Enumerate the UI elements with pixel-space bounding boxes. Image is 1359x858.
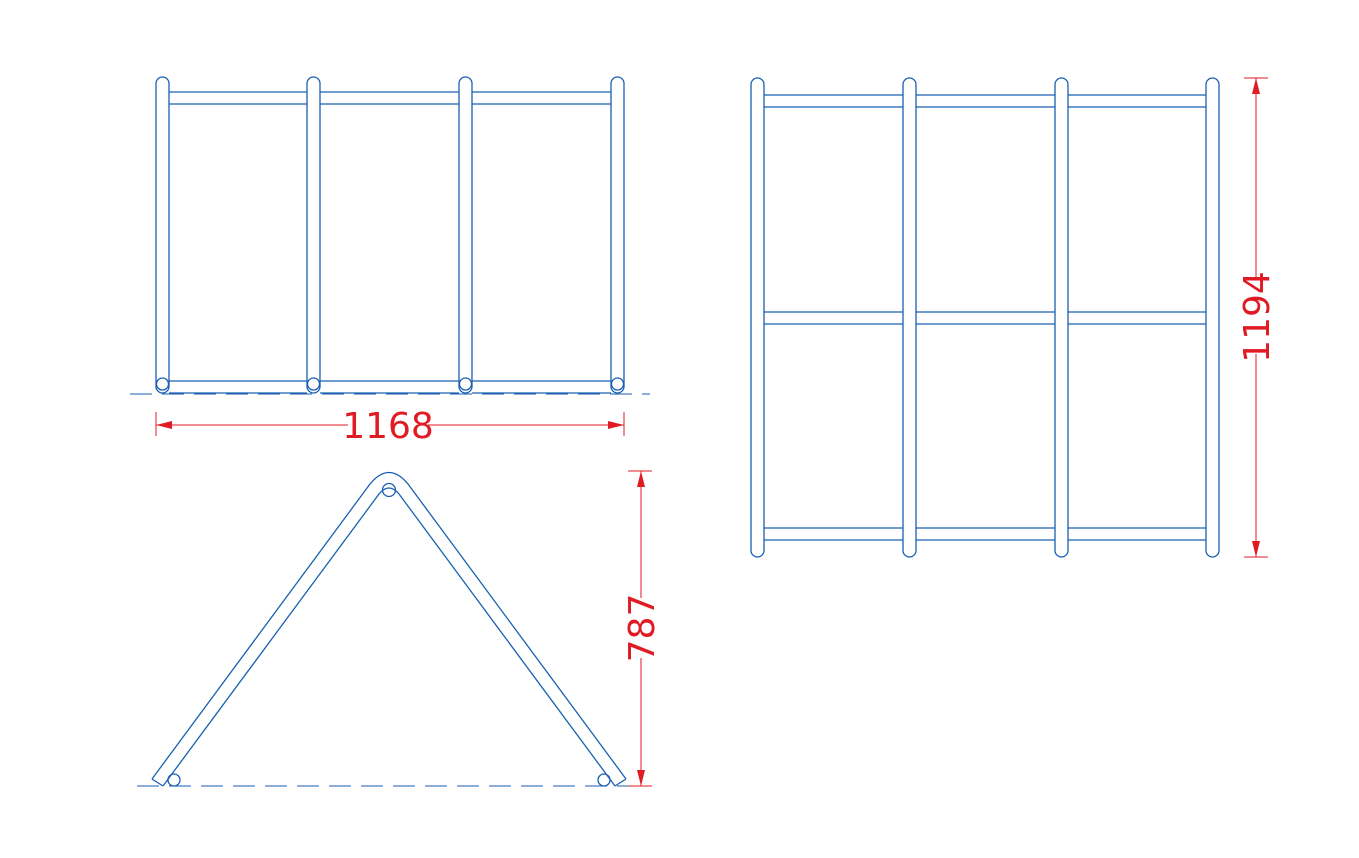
- a-frame-inner: [162, 487, 616, 787]
- front-foot-3: [458, 377, 473, 391]
- height-dimension: 787: [622, 470, 663, 787]
- front-foot-2: [306, 377, 321, 391]
- front-bottom-rail: [169, 380, 611, 394]
- front-view: [130, 76, 650, 395]
- top-view: [750, 77, 1220, 558]
- top-post-1: [750, 77, 765, 558]
- top-post-2: [902, 77, 917, 558]
- top-view-rail-middle: [764, 311, 1206, 325]
- a-frame-foot-left: [167, 773, 181, 787]
- a-frame-foot-right: [597, 773, 611, 787]
- width-dimension-label: 1168: [342, 406, 434, 447]
- length-dimension: 1194: [1237, 77, 1278, 558]
- height-dimension-label: 787: [622, 594, 663, 663]
- width-dimension: 1168: [155, 406, 625, 447]
- top-view-rail-bottom: [764, 527, 1206, 541]
- side-view: [137, 471, 650, 787]
- top-view-rail-top: [764, 94, 1206, 108]
- top-post-4: [1205, 77, 1220, 558]
- length-dimension-label: 1194: [1237, 271, 1278, 363]
- front-foot-4: [610, 377, 625, 391]
- front-foot-1: [155, 377, 170, 391]
- front-post-3: [458, 76, 473, 394]
- top-post-3: [1054, 77, 1069, 558]
- a-frame-outer: [151, 471, 627, 780]
- front-post-4: [610, 76, 625, 394]
- front-post-2: [306, 76, 321, 394]
- front-post-1: [155, 76, 170, 394]
- front-top-rail: [169, 91, 611, 105]
- a-frame-top-tube: [381, 482, 397, 498]
